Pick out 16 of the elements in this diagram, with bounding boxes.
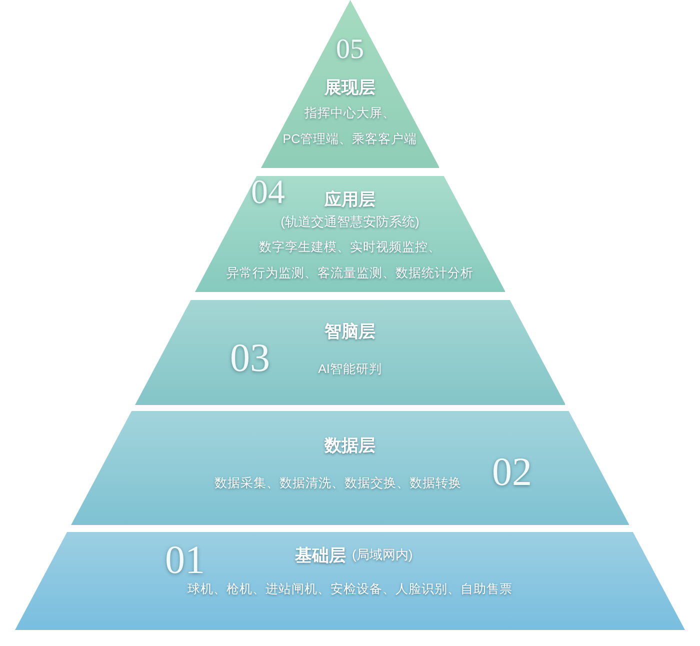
layer-number: 01 xyxy=(165,540,205,580)
layer-subtitle: (局域网内) xyxy=(352,546,413,564)
layer-number: 05 xyxy=(336,36,364,64)
layer-title: 数据层 xyxy=(324,435,376,457)
layer-subtitle: (轨道交通智慧安防系统) xyxy=(280,213,420,231)
layer-description: 指挥中心大屏、PC管理端、乘客客户端 xyxy=(282,105,418,148)
layer-number: 04 xyxy=(251,176,285,210)
layer-number: 03 xyxy=(230,338,270,378)
layer-number: 02 xyxy=(492,452,532,492)
layer-title: 应用层 xyxy=(324,189,376,211)
layer-description: 数据采集、数据清洗、数据交换、数据转换 xyxy=(213,475,462,492)
layer-title: 基础层 xyxy=(295,545,346,567)
layer-title: 智脑层 xyxy=(324,321,376,343)
layer-title: 展现层 xyxy=(324,77,376,99)
layer-description: 数字孪生建模、实时视频监控、异常行为监测、客流量监测、数据统计分析 xyxy=(225,239,474,282)
layer-description: 球机、枪机、进站闸机、安检设备、人脸识别、自助售票 xyxy=(186,581,514,598)
